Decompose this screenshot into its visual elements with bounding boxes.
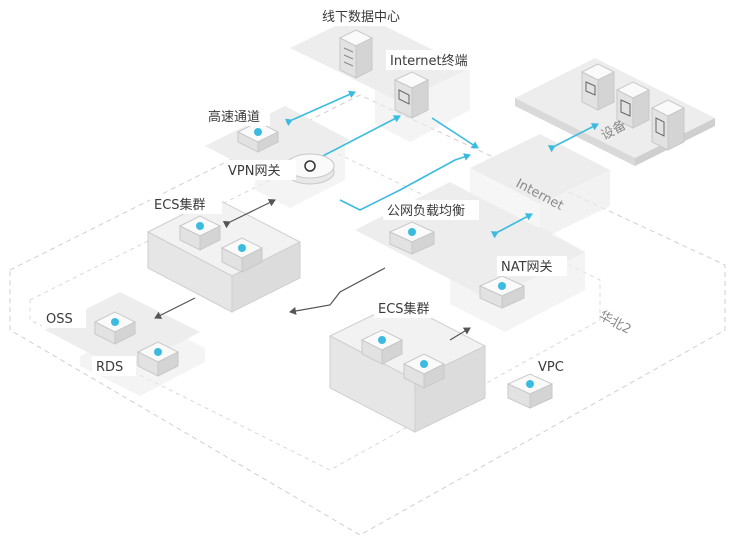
connection-ecs-bottom-slb	[449, 327, 471, 341]
label-ecs-cluster-top: ECS集群	[150, 194, 222, 214]
svg-text:Internet终端: Internet终端	[390, 53, 468, 69]
connection-slb-ecs-top	[289, 267, 386, 315]
devices-icon	[580, 63, 686, 151]
label-vpc: VPC	[534, 356, 574, 376]
connection-slb-internet	[490, 213, 533, 239]
svg-text:ECS集群: ECS集群	[378, 301, 430, 317]
connection-ecs-storage	[154, 297, 196, 319]
ecs-bottom-cube-2-icon	[402, 353, 446, 389]
connections	[154, 90, 599, 341]
internet-terminal-icon	[393, 71, 430, 119]
connection-vpn-datacenter	[284, 90, 356, 127]
label-internet-terminal: Internet终端	[386, 50, 486, 70]
label-vpn-gateway: VPN网关	[224, 160, 296, 180]
region-label: 华北2	[596, 308, 633, 337]
device-phone-icon	[650, 99, 686, 151]
svg-text:VPN网关: VPN网关	[228, 164, 280, 179]
svg-text:NAT网关: NAT网关	[501, 260, 553, 275]
label-rds: RDS	[92, 356, 136, 376]
connection-vpn-internet	[339, 153, 471, 211]
ecs-top-cube-2-icon	[220, 237, 264, 273]
svg-text:VPC: VPC	[538, 360, 564, 375]
slb-icon	[388, 221, 436, 255]
device-monitor-icon	[580, 63, 616, 111]
label-oss: OSS	[42, 308, 86, 328]
connection-vpn-ecs-top	[222, 199, 276, 229]
label-express-connect: 高速通道	[204, 106, 270, 126]
ecs-bottom-cube-1-icon	[360, 329, 404, 365]
region-boundary	[9, 94, 726, 536]
label-slb: 公网负载均衡	[383, 200, 479, 220]
ecs-top-cube-1-icon	[178, 215, 222, 251]
svg-text:线下数据中心: 线下数据中心	[322, 10, 400, 25]
svg-text:ECS集群: ECS集群	[154, 197, 206, 213]
svg-text:公网负载均衡: 公网负载均衡	[387, 204, 465, 219]
nat-gateway-icon	[478, 275, 526, 309]
svg-text:RDS: RDS	[96, 360, 123, 375]
datacenter-server-icon	[338, 29, 374, 79]
storage-plate	[45, 292, 205, 396]
device-tablet-icon	[615, 81, 651, 129]
label-ecs-cluster-bottom: ECS集群	[374, 298, 446, 318]
label-nat-gateway: NAT网关	[497, 256, 567, 276]
oss-icon	[93, 311, 137, 345]
vpn-gateway-icon	[285, 153, 335, 185]
vpc-icon	[506, 373, 554, 409]
label-datacenter: 线下数据中心	[318, 6, 410, 26]
connection-vpn-internet-terminal	[314, 115, 401, 161]
ecs-cluster-bottom-box	[328, 301, 487, 433]
svg-text:OSS: OSS	[46, 312, 73, 327]
connection-terminal-internet	[431, 117, 479, 149]
rds-icon	[136, 341, 180, 377]
connection-internet-devices	[547, 123, 599, 153]
svg-text:高速通道: 高速通道	[208, 109, 260, 125]
